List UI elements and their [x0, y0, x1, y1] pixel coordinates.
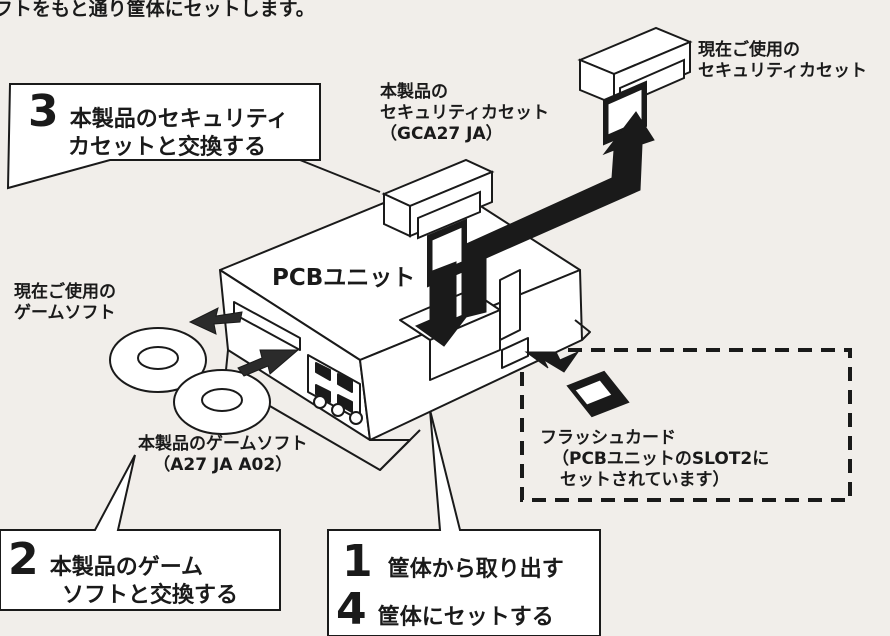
label-current-cassette: 現在ご使用の セキュリティカセット	[698, 40, 867, 81]
callout-2-box	[0, 454, 281, 611]
flash-card-dashed-box	[520, 348, 852, 502]
label-current-soft: 現在ご使用の ゲームソフト	[14, 282, 116, 323]
label-product-cassette: 本製品の セキュリティカセット （GCA27 JA）	[380, 82, 549, 144]
step-3-number: 3	[28, 86, 59, 137]
step-3-line2: カセットと交換する	[68, 135, 267, 160]
disc-product	[173, 369, 271, 435]
step-3-line1: 本製品のセキュリティ	[69, 107, 289, 132]
callout-step-4: 4 筐体にセットする	[336, 588, 554, 634]
label-flash-card: フラッシュカード （PCBユニットのSLOT2に セットされています）	[540, 428, 770, 490]
callout-3-box	[6, 83, 321, 190]
flash-card	[566, 370, 630, 418]
top-instruction-text: フトをもと通り筐体にセットします。	[0, 0, 315, 20]
callout-step-3: 3 本製品のセキュリティ カセットと交換する	[28, 90, 288, 164]
step-1-line1: 筐体から取り出す	[387, 557, 564, 582]
label-product-soft: 本製品のゲームソフト （A27 JA A02）	[138, 434, 308, 475]
step-4-number: 4	[336, 584, 367, 635]
step-2-number: 2	[8, 534, 39, 585]
callout-step-2: 2 本製品のゲーム ソフトと交換する	[8, 538, 238, 612]
step-2-line1: 本製品のゲーム	[49, 555, 204, 580]
step-2-line2: ソフトと交換する	[62, 583, 239, 608]
disc-current	[109, 327, 207, 393]
step-1-number: 1	[342, 536, 373, 587]
label-pcb-unit: PCBユニット	[272, 258, 416, 292]
step-4-line1: 筐体にセットする	[377, 605, 554, 630]
arrows	[188, 111, 655, 377]
callout-step-1: 1 筐体から取り出す	[342, 540, 564, 586]
callout-1-4-box	[327, 409, 601, 636]
